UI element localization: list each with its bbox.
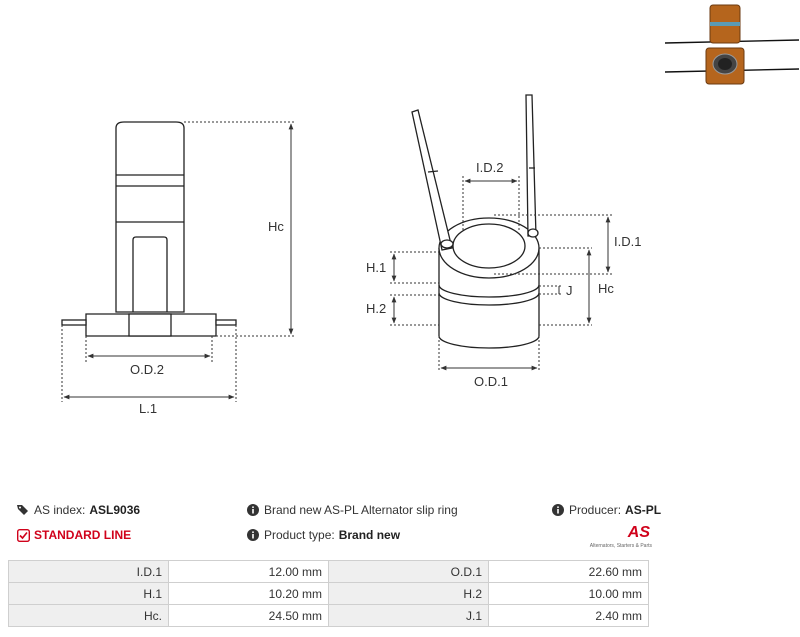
- perspective-view-dimensions: [390, 176, 612, 372]
- label-hc-left: Hc: [268, 219, 284, 234]
- info-row-1: AS index: ASL9036 Brand new AS-PL Altern…: [0, 503, 800, 523]
- standard-line-label: STANDARD LINE: [34, 528, 132, 542]
- spec-label: H.1: [8, 582, 169, 605]
- description-text: Brand new AS-PL Alternator slip ring: [264, 503, 458, 517]
- table-row: H.1 10.20 mm H.2 10.00 mm: [8, 582, 649, 605]
- side-view-dimensions: [61, 121, 295, 402]
- label-id2: I.D.2: [476, 160, 503, 175]
- label-od1: O.D.1: [474, 374, 508, 389]
- producer-label: Producer:: [569, 503, 622, 517]
- spec-value: 12.00 mm: [168, 560, 329, 583]
- spec-label: J.1: [328, 604, 489, 627]
- product-type: Product type: Brand new: [246, 528, 400, 542]
- standard-line: STANDARD LINE: [16, 528, 131, 542]
- spec-label: O.D.1: [328, 560, 489, 583]
- producer-value: AS-PL: [625, 503, 662, 517]
- logo-tagline: Alternators, Starters & Parts: [589, 543, 652, 549]
- spec-label: I.D.1: [8, 560, 169, 583]
- info-icon: [551, 503, 565, 517]
- product-photo[interactable]: [664, 4, 800, 85]
- label-h2: H.2: [366, 301, 386, 316]
- label-id1: I.D.1: [614, 234, 641, 249]
- perspective-view: [411, 94, 540, 349]
- technical-drawing: Hc O.D.2 L.1: [61, 4, 800, 416]
- spec-label: H.2: [328, 582, 489, 605]
- producer: Producer: AS-PL: [551, 503, 661, 517]
- info-row-2: STANDARD LINE Product type: Brand new: [0, 528, 800, 548]
- as-index-value: ASL9036: [89, 503, 141, 517]
- product-type-label: Product type:: [264, 528, 335, 542]
- side-view: [61, 121, 237, 337]
- label-od2: O.D.2: [130, 362, 164, 377]
- label-h1: H.1: [366, 260, 386, 275]
- product-type-value: Brand new: [338, 528, 401, 542]
- logo-mark: AS: [627, 524, 650, 541]
- tags-icon: [16, 503, 30, 517]
- spec-value: 10.00 mm: [488, 582, 649, 605]
- spec-value: 22.60 mm: [488, 560, 649, 583]
- label-l1: L.1: [139, 401, 157, 416]
- info-icon: [246, 503, 260, 517]
- info-icon: [246, 528, 260, 542]
- label-j: J: [566, 283, 573, 298]
- as-logo: AS Alternators, Starters & Parts: [582, 524, 652, 552]
- as-index-label: AS index:: [34, 503, 86, 517]
- product-description: Brand new AS-PL Alternator slip ring: [246, 503, 458, 517]
- spec-value: 2.40 mm: [488, 604, 649, 627]
- spec-label: Hc.: [8, 604, 169, 627]
- label-hc-right: Hc: [598, 281, 614, 296]
- spec-table: I.D.1 12.00 mm O.D.1 22.60 mm H.1 10.20 …: [8, 560, 649, 627]
- table-row: Hc. 24.50 mm J.1 2.40 mm: [8, 604, 649, 627]
- checkbox-checked-icon: [16, 528, 30, 542]
- spec-value: 24.50 mm: [168, 604, 329, 627]
- spec-value: 10.20 mm: [168, 582, 329, 605]
- as-index: AS index: ASL9036: [16, 503, 140, 517]
- table-row: I.D.1 12.00 mm O.D.1 22.60 mm: [8, 560, 649, 583]
